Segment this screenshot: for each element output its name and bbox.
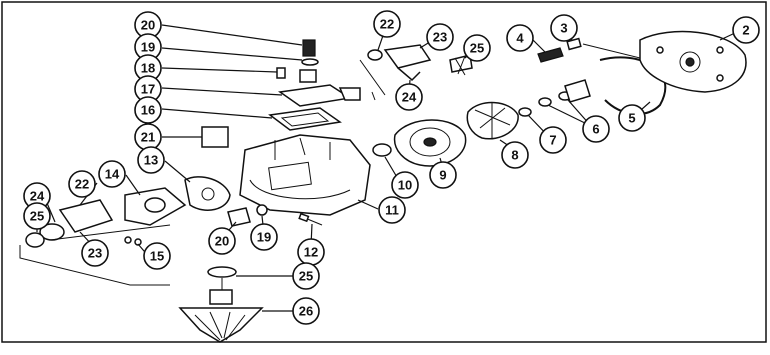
svg-text:24: 24 (30, 189, 45, 204)
callout-8: 8 (501, 141, 529, 169)
svg-text:20: 20 (141, 18, 155, 33)
svg-text:12: 12 (304, 245, 318, 260)
callout-13: 13 (137, 146, 165, 174)
callout-22-left: 22 (68, 170, 96, 198)
diagram-border (1, 1, 767, 343)
upper-hose-part (367, 44, 473, 82)
engine-plate-part (639, 30, 747, 93)
callout-2: 2 (732, 16, 760, 44)
svg-text:22: 22 (380, 17, 394, 32)
svg-text:26: 26 (299, 304, 313, 319)
svg-text:18: 18 (141, 61, 155, 76)
callout-24-left: 24 (23, 182, 51, 210)
callout-9: 9 (429, 161, 457, 189)
callout-24-top: 24 (395, 83, 423, 111)
svg-text:17: 17 (141, 82, 155, 97)
callout-10: 10 (391, 171, 419, 199)
svg-text:14: 14 (105, 167, 120, 182)
bolt-part (537, 37, 582, 63)
impeller-part (466, 101, 519, 140)
callout-14: 14 (98, 160, 126, 188)
callout-21: 21 (134, 123, 162, 151)
left-hose-part (25, 199, 142, 248)
callout-25-top: 25 (463, 34, 491, 62)
callout-23-left: 23 (81, 239, 109, 267)
svg-text:6: 6 (592, 122, 599, 137)
callout-22-top: 22 (373, 10, 401, 38)
callout-5: 5 (618, 104, 646, 132)
assembly-lines (19, 43, 641, 290)
volute-part (393, 119, 467, 167)
svg-text:5: 5 (628, 111, 635, 126)
callout-4: 4 (506, 24, 534, 52)
strainer-part (178, 266, 264, 343)
svg-text:21: 21 (141, 130, 155, 145)
callout-15: 15 (143, 242, 171, 270)
svg-text:20: 20 (215, 234, 229, 249)
svg-text:8: 8 (511, 148, 518, 163)
pump-body-part (239, 134, 371, 216)
callout-26: 26 (292, 297, 320, 325)
callout-25-left: 25 (23, 202, 51, 230)
flange-part (184, 176, 231, 211)
svg-text:23: 23 (433, 30, 447, 45)
callout-20-bottom: 20 (208, 227, 236, 255)
callout-16: 16 (134, 96, 162, 124)
svg-text:24: 24 (402, 90, 417, 105)
svg-text:11: 11 (385, 203, 399, 218)
callout-23-top: 23 (426, 23, 454, 51)
svg-text:19: 19 (141, 40, 155, 55)
part-21-block (201, 126, 229, 148)
callout-11: 11 (378, 196, 406, 224)
elbow-part (124, 187, 187, 226)
svg-text:9: 9 (439, 168, 446, 183)
gasket-part (268, 107, 342, 131)
svg-text:7: 7 (549, 133, 556, 148)
svg-text:15: 15 (150, 249, 164, 264)
callout-25-bottom: 25 (292, 262, 320, 290)
svg-text:10: 10 (398, 178, 412, 193)
svg-text:16: 16 (141, 103, 155, 118)
svg-text:3: 3 (560, 21, 567, 36)
seal-part (372, 143, 392, 157)
callout-7: 7 (539, 126, 567, 154)
svg-text:23: 23 (88, 246, 102, 261)
callout-3: 3 (550, 14, 578, 42)
sleeve-part (564, 79, 591, 103)
svg-text:25: 25 (30, 209, 44, 224)
callout-6: 6 (582, 115, 610, 143)
svg-text:22: 22 (75, 177, 89, 192)
svg-text:13: 13 (144, 153, 158, 168)
svg-text:4: 4 (516, 31, 524, 46)
svg-text:2: 2 (742, 23, 749, 38)
top-cover-part (276, 39, 361, 107)
callout-12: 12 (297, 238, 325, 266)
svg-text:19: 19 (257, 230, 271, 245)
callout-20-top: 20 (134, 11, 162, 39)
callout-19-bottom: 19 (250, 223, 278, 251)
plug-part (227, 204, 323, 227)
svg-text:25: 25 (470, 41, 484, 56)
svg-text:25: 25 (299, 269, 313, 284)
callout-18: 18 (134, 54, 162, 82)
